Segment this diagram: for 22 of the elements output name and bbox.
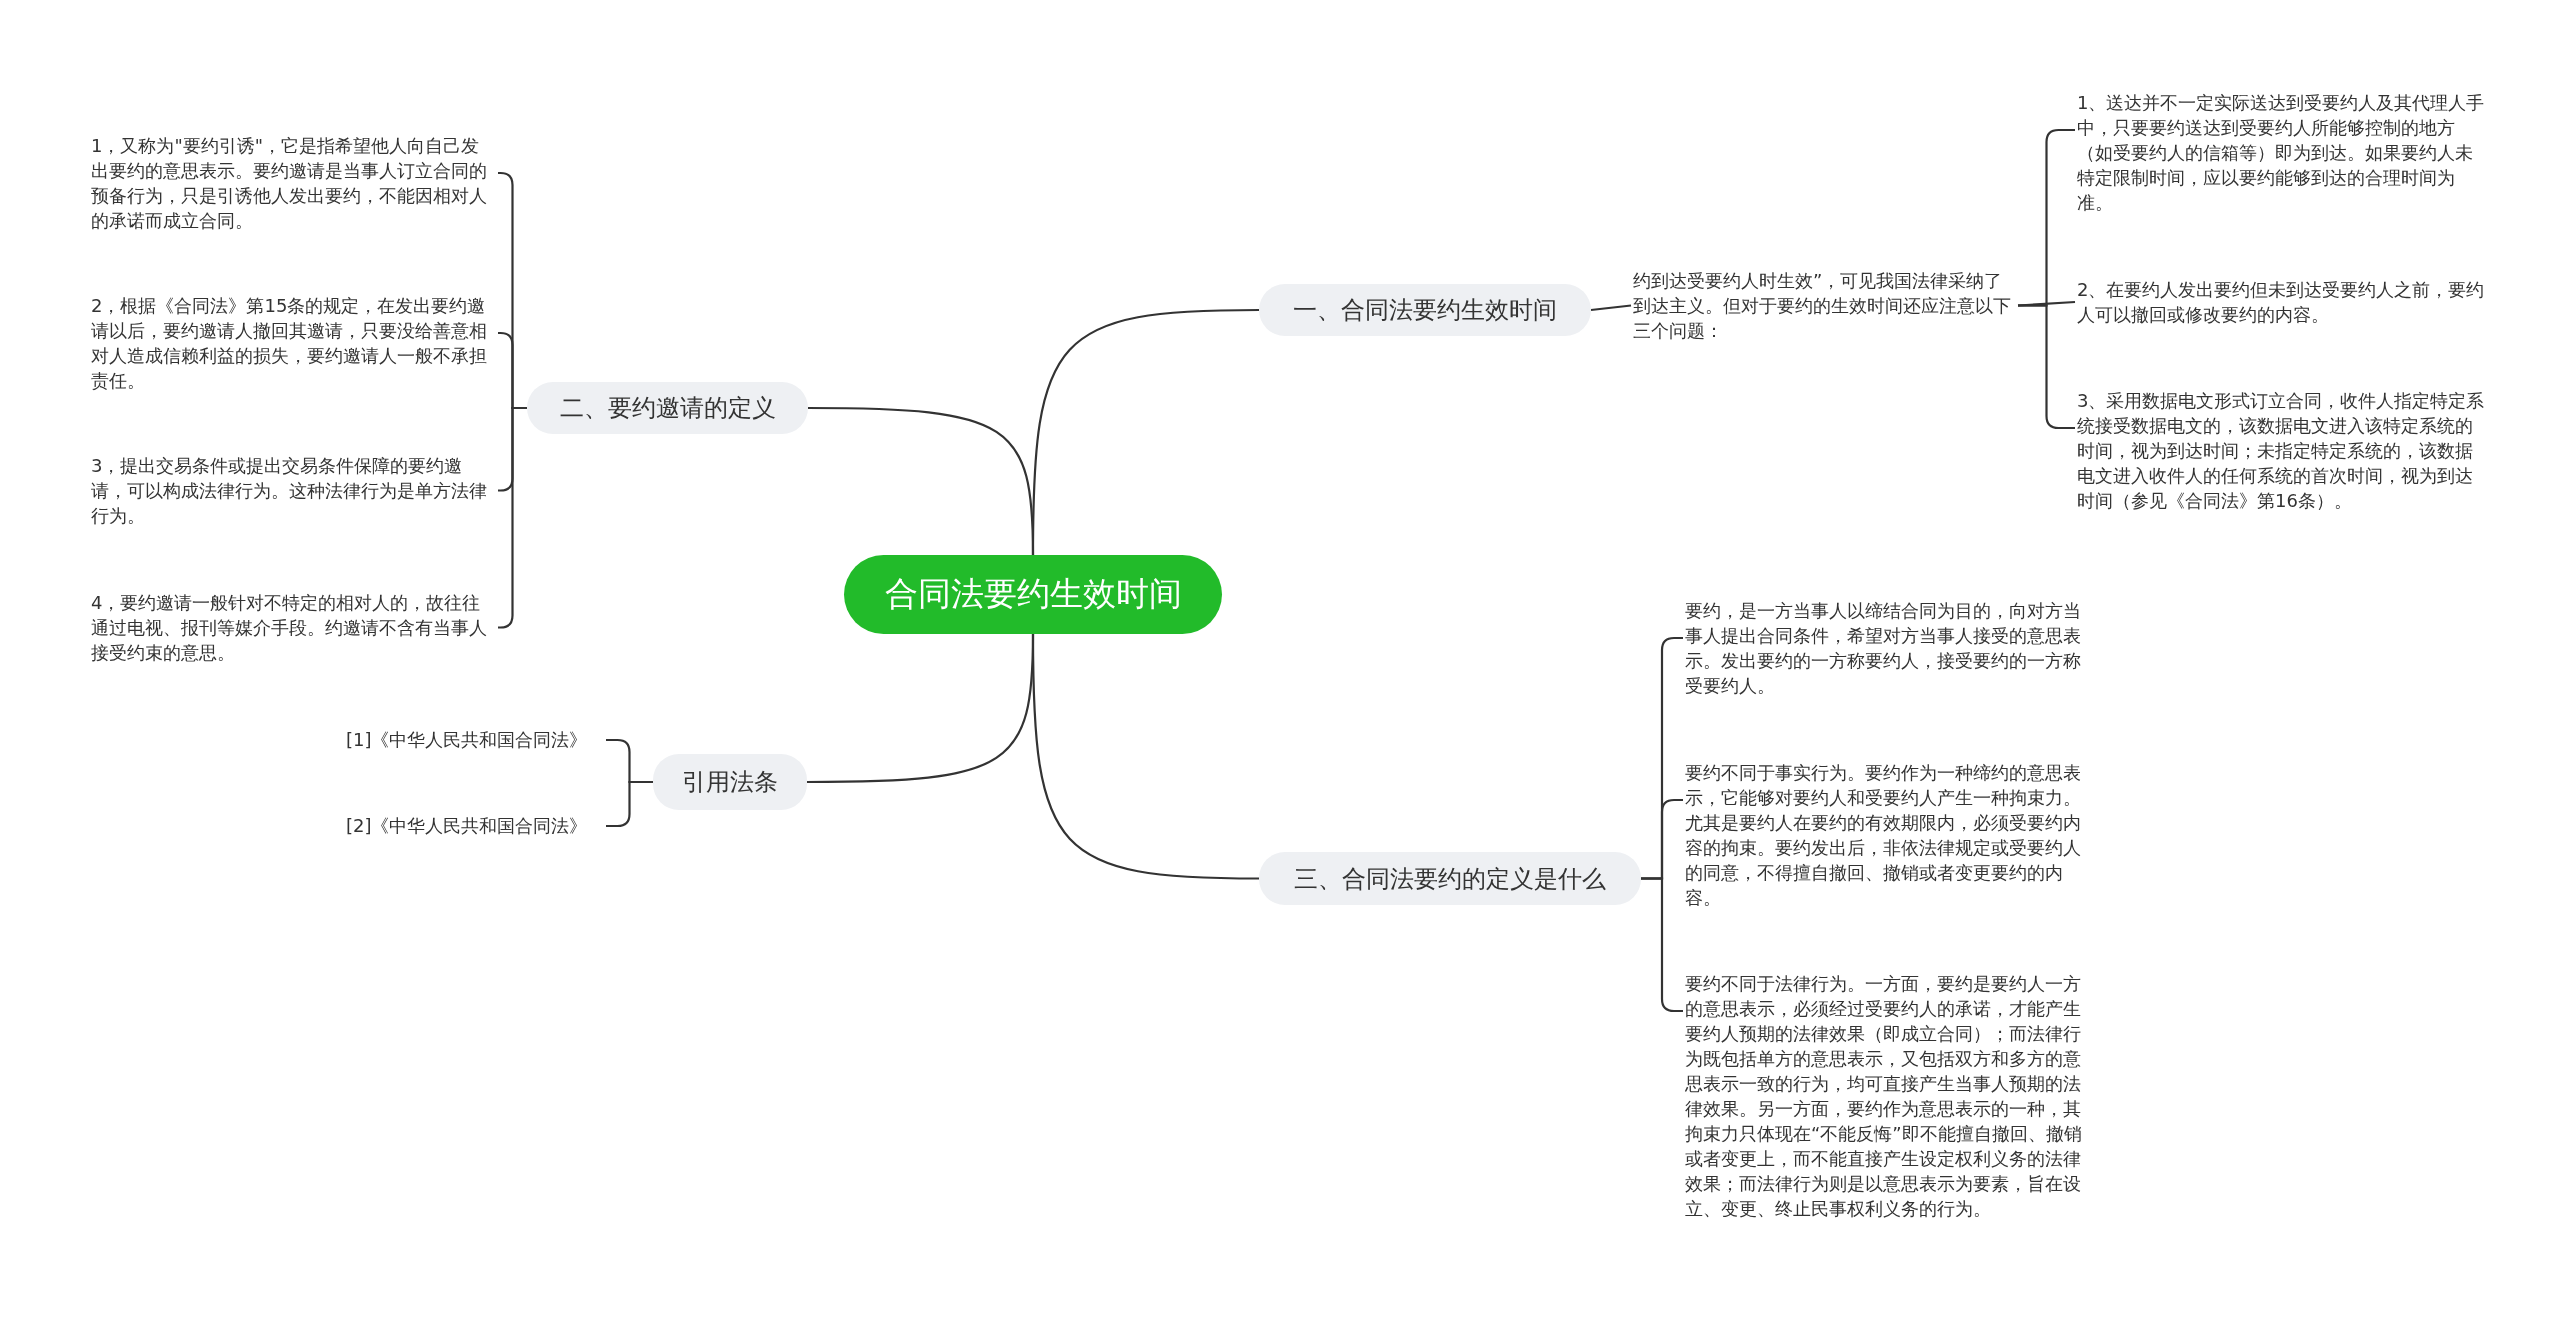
note-text: 约到达受要约人时生效”，可见我国法律采纳了到达主义。但对于要约的生效时间还应注意以下三个问题：	[1633, 268, 2018, 343]
central-topic: 合同法要约生效时间	[844, 555, 1222, 634]
note-text: 要约，是一方当事人以缔结合同为目的，向对方当事人提出合同条件，希望对方当事人接受的意思表示。发出要约的一方称要约人，接受要约的一方称受要约人。	[1685, 598, 2085, 698]
topic-box: 引用法条	[653, 754, 807, 810]
note-text: 1，又称为"要约引诱"，它是指希望他人向自己发出要约的意思表示。要约邀请是当事人订立合同的预备行为，只是引诱他人发出要约，不能因相对人的承诺而成立合同。	[91, 133, 496, 233]
note-text: 要约不同于事实行为。要约作为一种缔约的意思表示，它能够对要约人和受要约人产生一种拘束力。尤其是要约人在要约的有效期限内，必须受要约内容的拘束。要约发出后，非依法律规定或受要约人的同意，不得擅自撤回、撤销或者变更要约的内容。	[1685, 760, 2085, 910]
connector-line	[1590, 304, 1632, 312]
citation-text: [1]《中华人民共和国合同法》	[346, 728, 604, 752]
note-text: 1、送达并不一定实际送达到受要约人及其代理人手中，只要要约送达到受要约人所能够控制的地方（如受要约人的信箱等）即为到达。如果要约人未特定限制时间，应以要约能够到达的合理时间为准。	[2077, 90, 2487, 215]
topic-box: 三、合同法要约的定义是什么	[1259, 852, 1641, 905]
note-text: 3、采用数据电文形式订立合同，收件人指定特定系统接受数据电文的，该数据电文进入该特定系统的时间，视为到达时间；未指定特定系统的，该数据电文进入收件人的任何系统的首次时间，视为到达时间（参见《合同法》第16条）。	[2077, 388, 2487, 513]
connector-line	[1031, 634, 1259, 880]
connector-line	[808, 406, 1035, 555]
topic-box: 一、合同法要约生效时间	[1259, 284, 1591, 336]
topic-box: 二、要约邀请的定义	[527, 382, 808, 434]
note-text: 要约不同于法律行为。一方面，要约是要约人一方的意思表示，必须经过受要约人的承诺，才能产生要约人预期的法律效果（即成立合同）；而法律行为既包括单方的意思表示，又包括双方和多方的意思表示一致的行为，均可直接产生当事人预期的法律效果。另一方面，要约作为意思表示的一种，其拘束力只体现在“不能反悔”即不能擅自撤回、撤销或者变更上，而不能直接产生设定权利义务的法律效果；而法律行为则是以意思表示为要素，旨在设立、变更、终止民事权利义务的行为。	[1685, 971, 2085, 1221]
note-text: 4，要约邀请一般针对不特定的相对人的，故往往通过电视、报刊等媒介手段。约邀请不含有当事人接受约束的意思。	[91, 590, 496, 665]
note-text: 2，根据《合同法》第15条的规定，在发出要约邀请以后，要约邀请人撤回其邀请，只要没给善意相对人造成信赖利益的损失，要约邀请人一般不承担责任。	[91, 293, 496, 393]
note-text: 3，提出交易条件或提出交易条件保障的要约邀请，可以构成法律行为。这种法律行为是单方法律行为。	[91, 453, 496, 528]
citation-text: [2]《中华人民共和国合同法》	[346, 814, 604, 838]
connector-line	[606, 780, 653, 828]
note-text: 2、在要约人发出要约但未到达受要约人之前，要约人可以撤回或修改要约的内容。	[2077, 277, 2487, 327]
